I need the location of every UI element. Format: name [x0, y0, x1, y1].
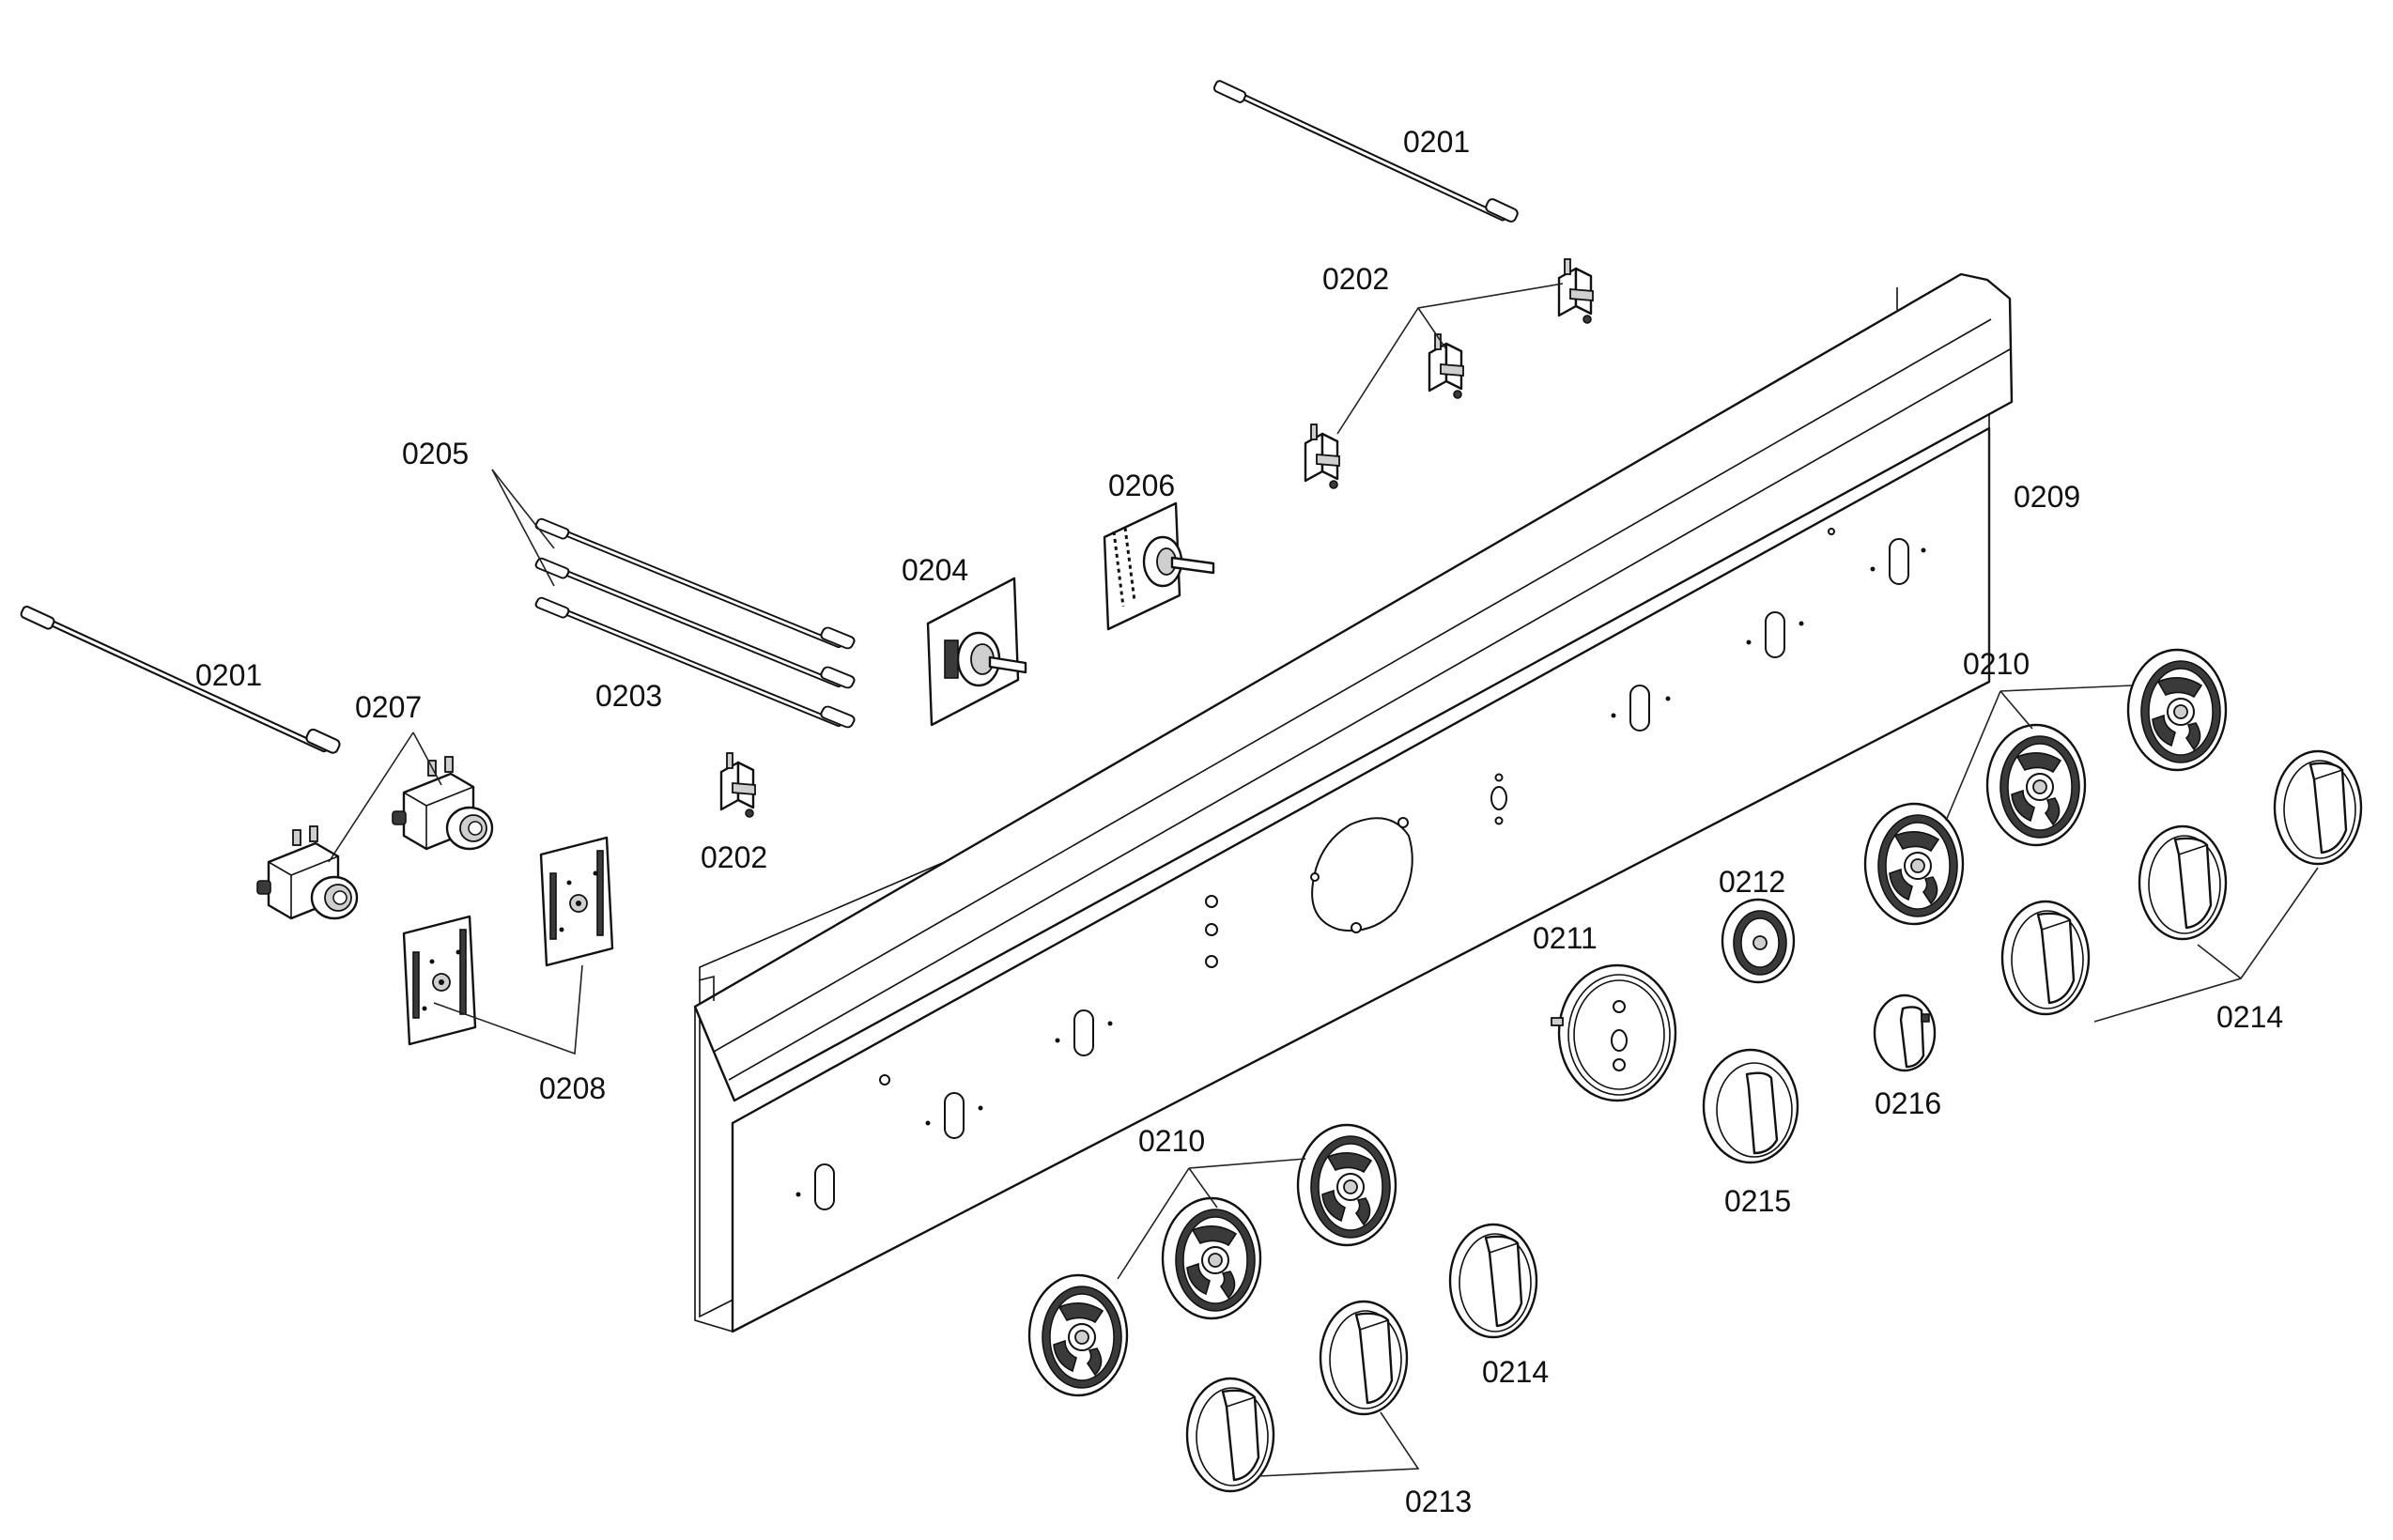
gas-valve-2 [255, 824, 359, 920]
control-panel [693, 272, 2014, 1333]
small-ring-0212 [1721, 898, 1796, 984]
knob-right-3 [2000, 900, 2091, 1016]
thermostat-rod-top [1213, 80, 1520, 223]
callout-0202-top: 0202 [1322, 262, 1389, 296]
knob-right-1 [2273, 749, 2363, 866]
rotary-switch-0204 [926, 577, 1027, 727]
callout-0203: 0203 [595, 679, 662, 713]
callout-0213: 0213 [1405, 1485, 1472, 1518]
bezel-bottom-3 [1027, 1273, 1129, 1397]
callout-0210-right: 0210 [1963, 647, 2030, 681]
clock-ring-0211 [1551, 963, 1677, 1102]
knob-right-2 [2138, 824, 2228, 941]
callout-0214-right: 0214 [2216, 1000, 2283, 1034]
thermostat-rod-left [20, 606, 341, 755]
knob-bottom-0213-b [1185, 1377, 1275, 1493]
bezel-right-2 [1985, 723, 2087, 847]
thermostat-rod-0205-a [534, 517, 856, 649]
callout-0205: 0205 [402, 437, 469, 470]
callout-0210-bottom: 0210 [1138, 1124, 1205, 1158]
bezel-right-3 [1863, 802, 1965, 926]
switch-plate-2 [402, 915, 477, 1046]
microswitch-4 [719, 751, 757, 819]
gas-valve-1 [391, 755, 494, 851]
switch-plate-1 [539, 836, 614, 967]
microswitch-2 [1428, 332, 1465, 400]
callout-0216: 0216 [1875, 1086, 1941, 1120]
callout-0214-bottom: 0214 [1482, 1355, 1549, 1389]
callout-0204: 0204 [902, 553, 968, 587]
microswitch-3 [1304, 423, 1341, 490]
knob-0215 [1702, 1048, 1799, 1164]
knob-bottom-0213-a [1319, 1300, 1409, 1416]
callout-0201-left: 0201 [195, 658, 262, 692]
callout-0211: 0211 [1533, 921, 1598, 955]
callout-0209: 0209 [2014, 480, 2080, 514]
panel-slots [795, 528, 1926, 1210]
callout-0206: 0206 [1108, 469, 1175, 502]
callout-0202-bottom: 0202 [701, 840, 767, 874]
callout-0212: 0212 [1719, 865, 1785, 899]
callout-labels: 0201 0201 0202 0202 0203 0204 0205 0206 … [195, 125, 2283, 1518]
thermostat-rod-0205-b [534, 557, 856, 688]
rotary-switch-0206 [1103, 501, 1215, 631]
knob-0216 [1873, 993, 1937, 1072]
bezel-right-1 [2126, 648, 2228, 772]
bezel-bottom-2 [1161, 1196, 1262, 1320]
callout-0208: 0208 [539, 1071, 606, 1105]
knob-bottom-0214 [1448, 1223, 1538, 1339]
microswitch-1 [1557, 257, 1595, 325]
callout-0207: 0207 [355, 690, 422, 724]
callout-0215: 0215 [1724, 1184, 1791, 1218]
callout-0201-top: 0201 [1403, 125, 1470, 159]
thermostat-rod-0203 [534, 596, 856, 728]
leader-lines [328, 283, 2319, 1477]
bezel-bottom-1 [1296, 1123, 1397, 1247]
